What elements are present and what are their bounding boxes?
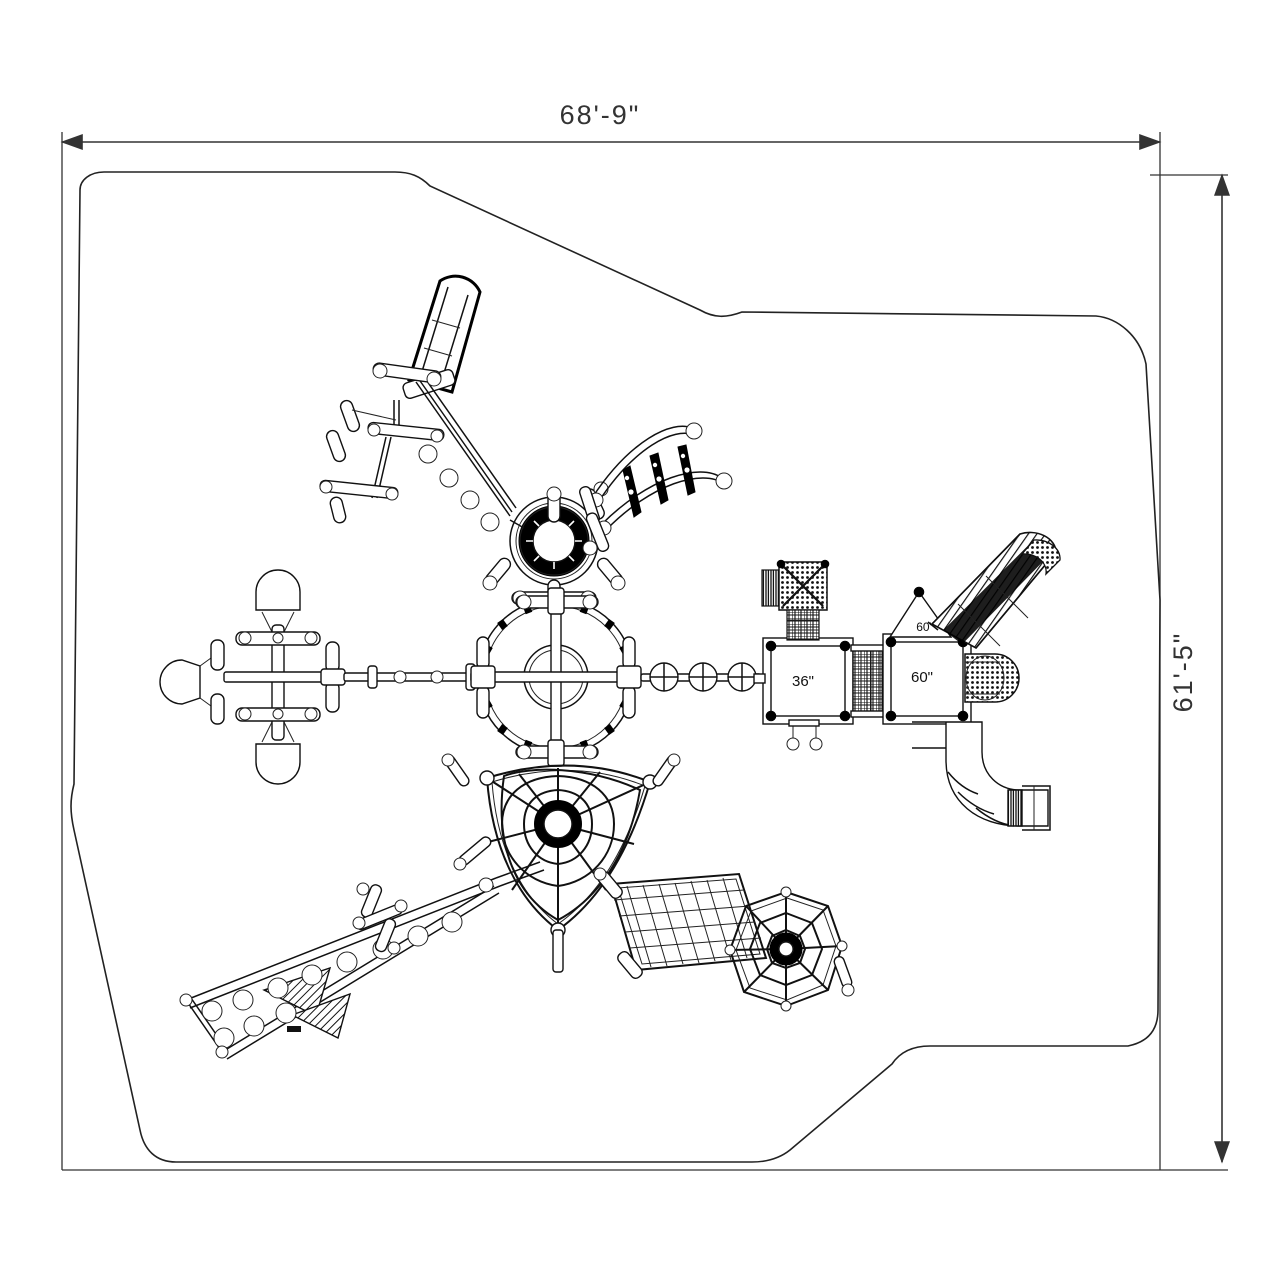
cross-seat-climber (159, 569, 346, 785)
climbing-wall-panel (179, 861, 545, 1060)
crawl-tunnel (964, 653, 1020, 703)
stepping-pods (640, 662, 762, 692)
deck-60-roof-label: 60" (916, 620, 934, 634)
height-dimension-label: 61'-5" (1168, 632, 1198, 713)
deck-36-label: 36" (792, 673, 814, 690)
deck-60-platform-label: 60" (911, 669, 933, 686)
central-ring-hub (470, 587, 642, 767)
use-zone-boundary (70, 171, 1161, 1163)
straight-slide (927, 531, 1061, 650)
roof-panel-x-brace (761, 559, 830, 641)
deck-36-platform (753, 637, 854, 751)
dimension-height (62, 173, 1230, 1171)
triangular-spider-web-net (441, 753, 681, 973)
curved-tube-slide (912, 721, 1051, 831)
curved-step-ladder (579, 422, 733, 556)
net-ramp-bridge (593, 867, 768, 980)
octagonal-spider-web-net (724, 886, 855, 1012)
branch-arm-climber (319, 362, 517, 532)
width-dimension-label: 68'-9" (560, 100, 641, 130)
